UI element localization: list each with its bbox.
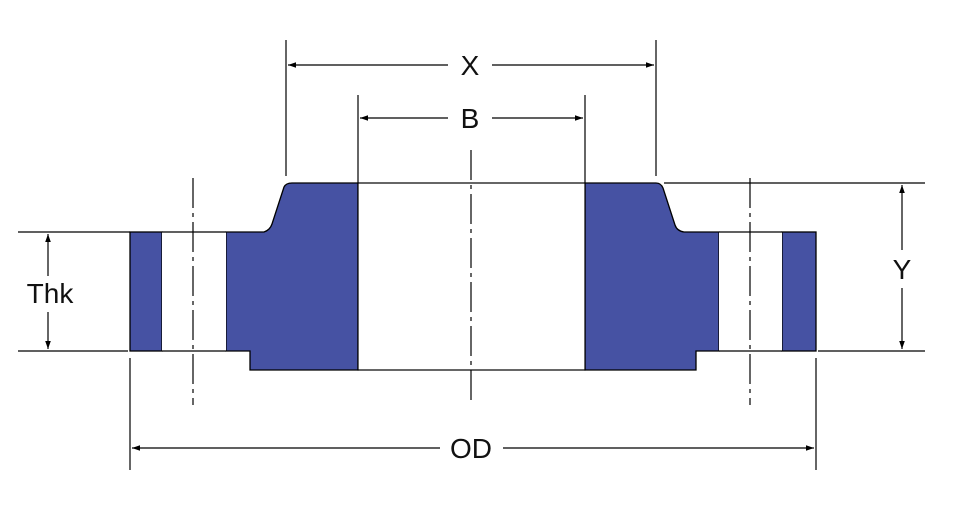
label-y: Y [893, 254, 912, 285]
dimension-x: X [288, 50, 654, 81]
label-thk: Thk [27, 278, 75, 309]
left-hub-body [225, 182, 359, 371]
right-flange-ring [781, 231, 817, 352]
dimension-y: Y [893, 185, 912, 349]
flange-section [129, 182, 817, 371]
extension-lines [18, 40, 925, 470]
dimension-od: OD [132, 433, 814, 464]
dimension-thk: Thk [27, 234, 75, 349]
dimension-b: B [360, 103, 583, 134]
left-flange-ring [129, 231, 163, 352]
left-bolt-hole [162, 232, 226, 351]
right-hub-body [584, 182, 720, 371]
label-b: B [461, 103, 480, 134]
label-od: OD [450, 433, 492, 464]
center-lines [192, 150, 751, 405]
label-x: X [461, 50, 480, 81]
